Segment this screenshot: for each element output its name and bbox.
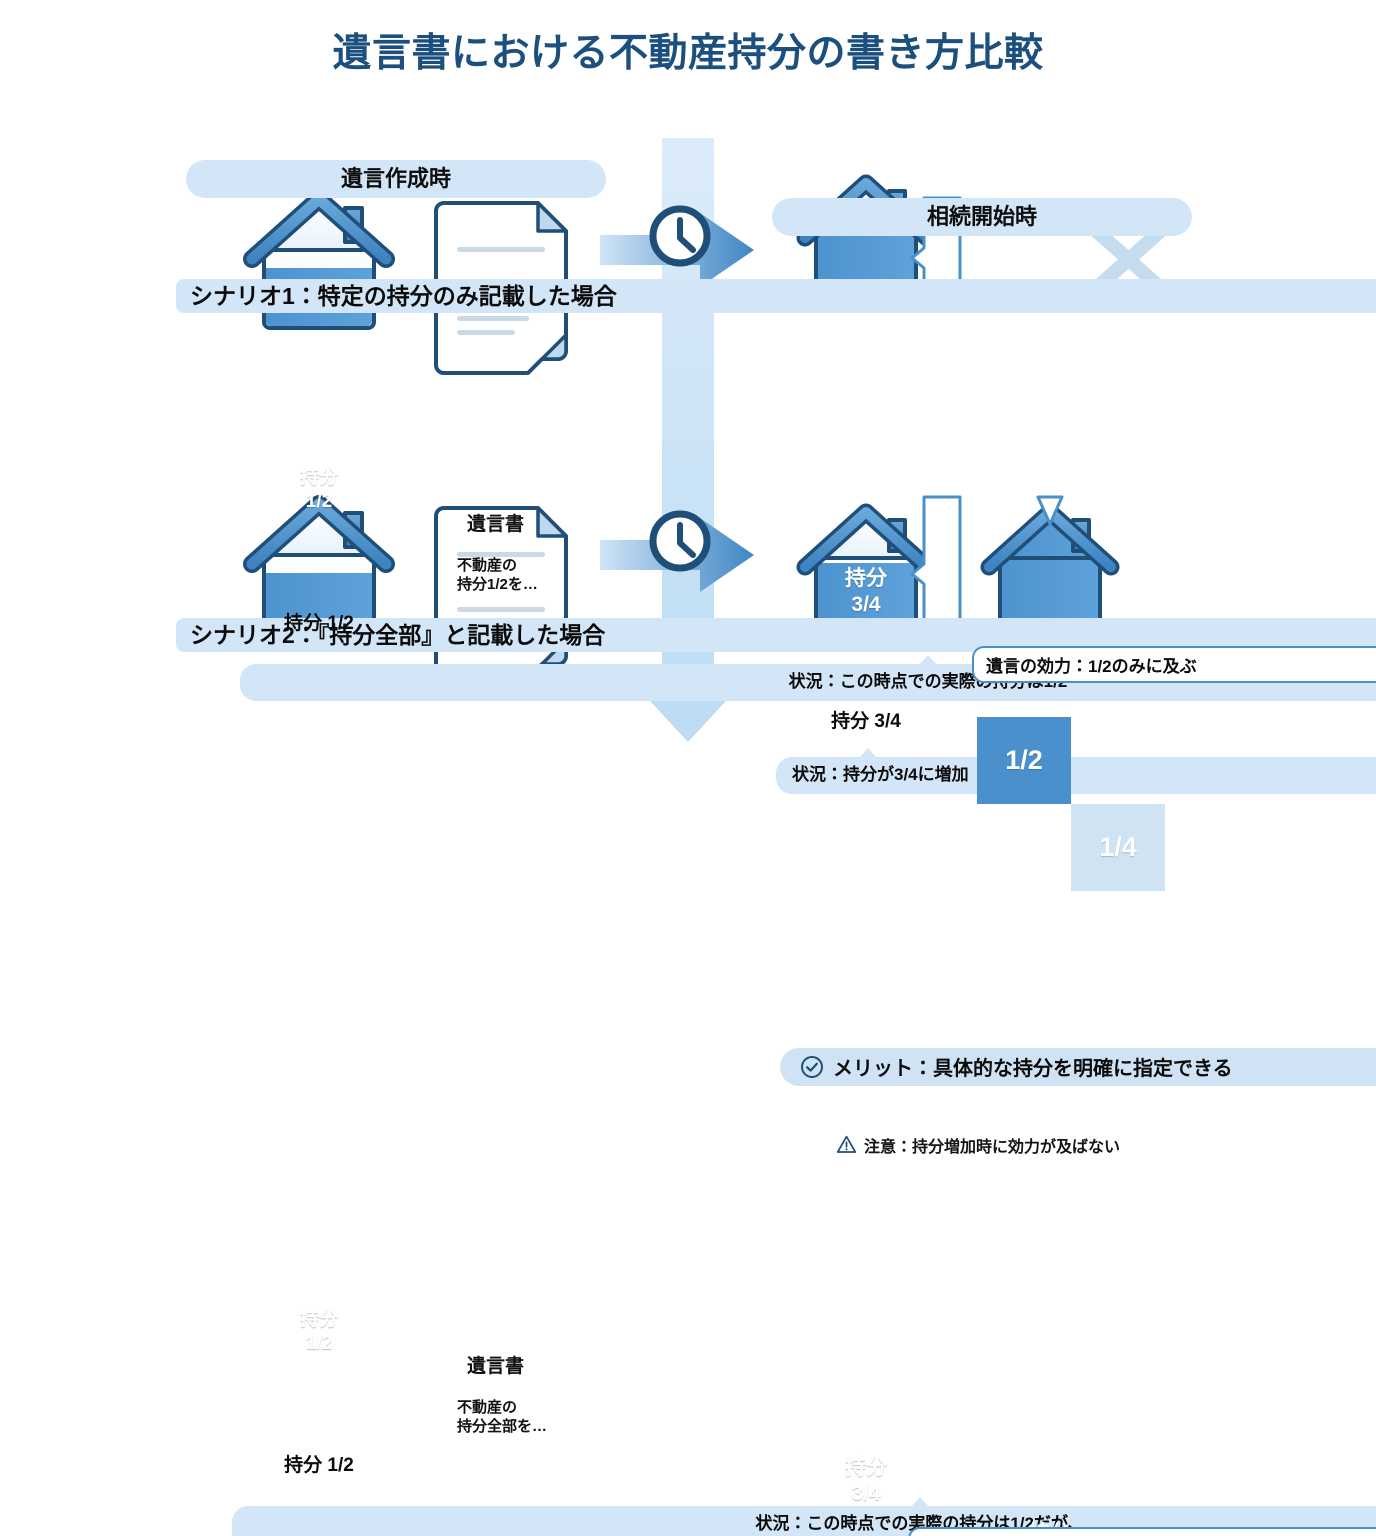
doc-line1-s1: 不動産の <box>457 557 517 576</box>
warning-triangle-icon <box>836 1134 857 1155</box>
column-header-after: 相続開始時 <box>772 198 1192 236</box>
house-share-text-s1-before: 持分 1/2 <box>264 462 374 532</box>
clock-icon-2 <box>653 514 707 568</box>
bubble-tail-icon <box>919 655 937 665</box>
house-share-label-2: 持分 <box>816 568 916 590</box>
effect-bubble-pointer-s2 <box>1038 497 1062 524</box>
bubble-tail-icon <box>859 748 877 758</box>
note-line-s1: 注意：持分増加時に効力が及ばない <box>836 1133 1376 1157</box>
doc-title-s1: 遺言書 <box>467 509 524 536</box>
doc-line2-s2: 持分全部を… <box>457 1418 547 1437</box>
column-header-before: 遺言作成時 <box>186 160 606 198</box>
effect-bubble-s1: 遺言の効力：1/2のみに及ぶ <box>972 646 1376 683</box>
house-share-value-1: 1/2 <box>264 492 374 512</box>
house-share-value-3: 1/2 <box>264 1334 374 1354</box>
doc-title-s2: 遺言書 <box>467 1351 524 1378</box>
house-share-label-1: 持分 <box>264 468 374 488</box>
page-title: 遺言書における不動産持分の書き方比較 <box>0 22 1376 78</box>
house-share-text-s2-before: 持分 1/2 <box>264 1304 374 1374</box>
covered-share-block-s1: 1/2 <box>977 717 1071 804</box>
house-share-text-s2-after: 持分 3/4 <box>816 1455 916 1521</box>
right-arrow-icon-1 <box>600 213 754 287</box>
scenario-1-label: シナリオ1：特定の持分のみ記載した場合 <box>176 279 1376 313</box>
effect-bubble-s2: 遺言の効力：増加した3/4全部に及ぶ <box>908 1527 1376 1536</box>
house-caption-s1-before: 持分 1/2 <box>264 608 374 635</box>
doc-line2-s1: 持分1/2を… <box>457 576 538 595</box>
house-icon-s2-panel <box>989 512 1111 629</box>
excluded-share-block-s1: 1/4 <box>1071 804 1165 891</box>
note-text-s1: 注意：持分増加時に効力が及ばない <box>864 1133 1120 1157</box>
house-share-label-3: 持分 <box>264 1310 374 1330</box>
doc-line1-s2: 不動産の <box>457 1399 517 1418</box>
status-bubble-s1-after: 状況：持分が3/4に増加 <box>776 757 1376 794</box>
clock-icon-1 <box>653 209 707 263</box>
effect-panel-connector-s2 <box>912 497 960 625</box>
infographic-canvas: 遺言書における不動産持分の書き方比較 遺言作成時 相続開始時 シナリオ1：特定の… <box>0 0 1376 768</box>
house-share-label-4: 持分 <box>816 1457 916 1479</box>
house-caption-s1-after: 持分 3/4 <box>806 706 926 733</box>
check-circle-icon <box>800 1055 824 1079</box>
house-share-value-2: 3/4 <box>816 594 916 616</box>
merit-text-s1: メリット：具体的な持分を明確に指定できる <box>833 1052 1233 1081</box>
house-share-text-s1-after: 持分 3/4 <box>816 566 916 632</box>
merit-pill-s1: メリット：具体的な持分を明確に指定できる <box>780 1048 1376 1086</box>
house-caption-s2-before: 持分 1/2 <box>264 1450 374 1477</box>
house-share-value-4: 3/4 <box>816 1483 916 1505</box>
right-arrow-icon-2 <box>600 518 754 592</box>
